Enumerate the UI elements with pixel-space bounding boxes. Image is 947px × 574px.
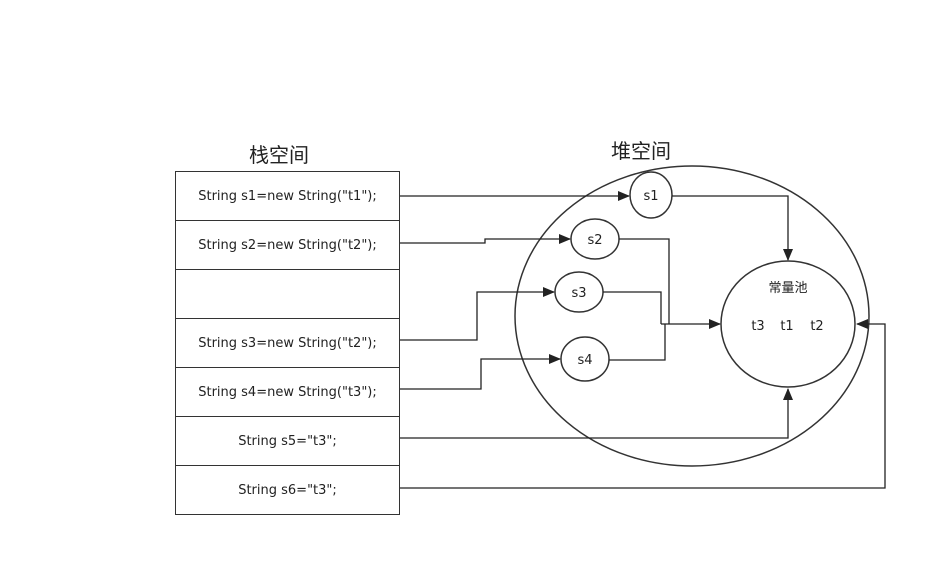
arrow-stack-s5-to-constant-pool bbox=[400, 388, 793, 439]
constant-pool-item-t2: t2 bbox=[810, 319, 823, 334]
constant-pool-label: 常量池 bbox=[768, 281, 807, 296]
arrow-stack-s4-to-heap-s4 bbox=[400, 354, 561, 390]
line-heap-s2-to-junction bbox=[619, 238, 670, 324]
stack-row-empty bbox=[176, 270, 399, 319]
arrow-stack-s6-to-constant-pool bbox=[400, 319, 886, 489]
heap-object-s1-label: s1 bbox=[643, 189, 658, 204]
stack-row-s2: String s2=new String("t2"); bbox=[176, 221, 399, 270]
arrow-stack-s2-to-heap-s2 bbox=[400, 234, 571, 244]
stack-row-s3: String s3=new String("t2"); bbox=[176, 319, 399, 368]
stack-row-s4: String s4=new String("t3"); bbox=[176, 368, 399, 417]
line-heap-s4-to-junction bbox=[609, 324, 666, 361]
stack-row-s5: String s5="t3"; bbox=[176, 417, 399, 466]
line-heap-s3-to-junction bbox=[603, 291, 662, 324]
heap-object-s3-label: s3 bbox=[571, 286, 586, 301]
heap-object-s2-label: s2 bbox=[587, 233, 602, 248]
stack-space-title: 栈空间 bbox=[249, 143, 309, 167]
heap-object-s4-label: s4 bbox=[577, 353, 592, 368]
heap-space-title: 堆空间 bbox=[611, 139, 671, 163]
stack-row-s6: String s6="t3"; bbox=[176, 466, 399, 515]
constant-pool-circle bbox=[720, 260, 856, 388]
arrow-stack-s3-to-heap-s3 bbox=[400, 287, 555, 341]
stack-row-s1: String s1=new String("t1"); bbox=[176, 172, 399, 221]
arrow-heap-s1-to-constant-pool bbox=[672, 195, 793, 261]
stack-table: String s1=new String("t1"); String s2=ne… bbox=[175, 171, 400, 515]
heap-object-s1 bbox=[629, 171, 673, 219]
constant-pool-item-t3: t3 bbox=[751, 319, 764, 334]
constant-pool-item-t1: t1 bbox=[780, 319, 793, 334]
heap-space-ellipse bbox=[514, 165, 870, 467]
heap-object-s4 bbox=[560, 336, 610, 382]
